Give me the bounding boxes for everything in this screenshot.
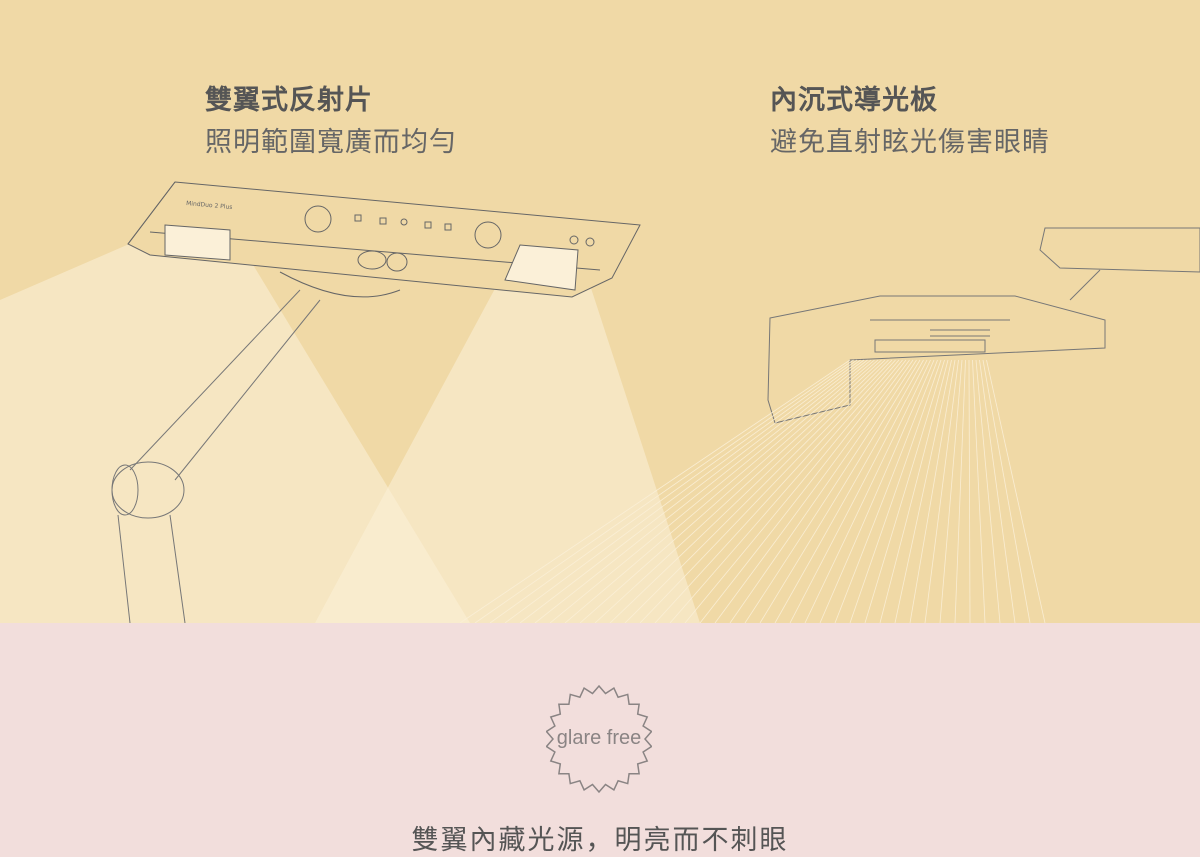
light-ray xyxy=(669,359,900,623)
glare-free-section xyxy=(0,623,1200,836)
light-rays-right xyxy=(459,359,1046,623)
light-ray xyxy=(972,359,986,623)
lamp-head-left xyxy=(127,181,641,298)
starburst-badge-icon xyxy=(546,684,652,794)
lamp-illustration: MindDuo 2 Plus xyxy=(0,181,1200,623)
section-caption: 雙翼內藏光源，明亮而不刺眼 xyxy=(411,825,789,856)
light-ray xyxy=(975,359,1001,623)
light-ray xyxy=(564,359,875,623)
light-ray xyxy=(864,359,945,623)
light-ray xyxy=(979,359,1016,623)
light-ray xyxy=(504,359,861,623)
light-ray xyxy=(986,359,1046,623)
light-ray xyxy=(759,359,921,623)
light-ray xyxy=(849,359,942,623)
light-ray xyxy=(924,359,959,623)
light-ray xyxy=(624,359,889,623)
light-ray xyxy=(549,359,872,623)
lamp-arm xyxy=(111,289,321,623)
badge-text: glare free xyxy=(556,727,642,749)
light-beam-right xyxy=(315,270,700,623)
light-ray xyxy=(639,359,893,623)
light-ray xyxy=(489,359,858,623)
light-ray xyxy=(609,359,886,623)
light-ray xyxy=(982,359,1031,623)
light-ray xyxy=(684,359,903,623)
light-ray xyxy=(774,359,924,623)
left-feature-title: 雙翼式反射片 xyxy=(205,85,373,116)
light-ray xyxy=(879,359,949,623)
product-label: MindDuo 2 Plus xyxy=(186,200,233,211)
light-beam-left xyxy=(0,235,470,623)
left-feature-subtitle: 照明範圍寬廣而均勻 xyxy=(205,127,457,158)
light-ray xyxy=(804,359,931,623)
light-ray xyxy=(939,359,963,623)
light-ray xyxy=(534,359,868,623)
light-ray xyxy=(819,359,935,623)
light-ray xyxy=(909,359,956,623)
light-ray xyxy=(714,359,910,623)
right-feature-subtitle: 避免直射眩光傷害眼睛 xyxy=(770,127,1050,158)
light-ray xyxy=(744,359,917,623)
light-ray xyxy=(594,359,882,623)
light-ray xyxy=(579,359,879,623)
light-ray xyxy=(519,359,865,623)
light-ray xyxy=(789,359,928,623)
light-ray xyxy=(654,359,896,623)
right-feature-title: 內沉式導光板 xyxy=(770,85,938,116)
light-ray xyxy=(894,359,952,623)
feature-section: MindDuo 2 Plus 雙翼式反射片 照明範圍寬廣而均勻 內沉式導光板 避… xyxy=(0,0,1200,623)
light-ray xyxy=(459,359,851,623)
light-ray xyxy=(474,359,854,623)
light-ray xyxy=(968,359,971,623)
light-ray xyxy=(834,359,938,623)
light-ray xyxy=(729,359,914,623)
lamp-head-right xyxy=(767,227,1200,424)
light-ray xyxy=(699,359,907,623)
light-ray xyxy=(954,359,966,623)
